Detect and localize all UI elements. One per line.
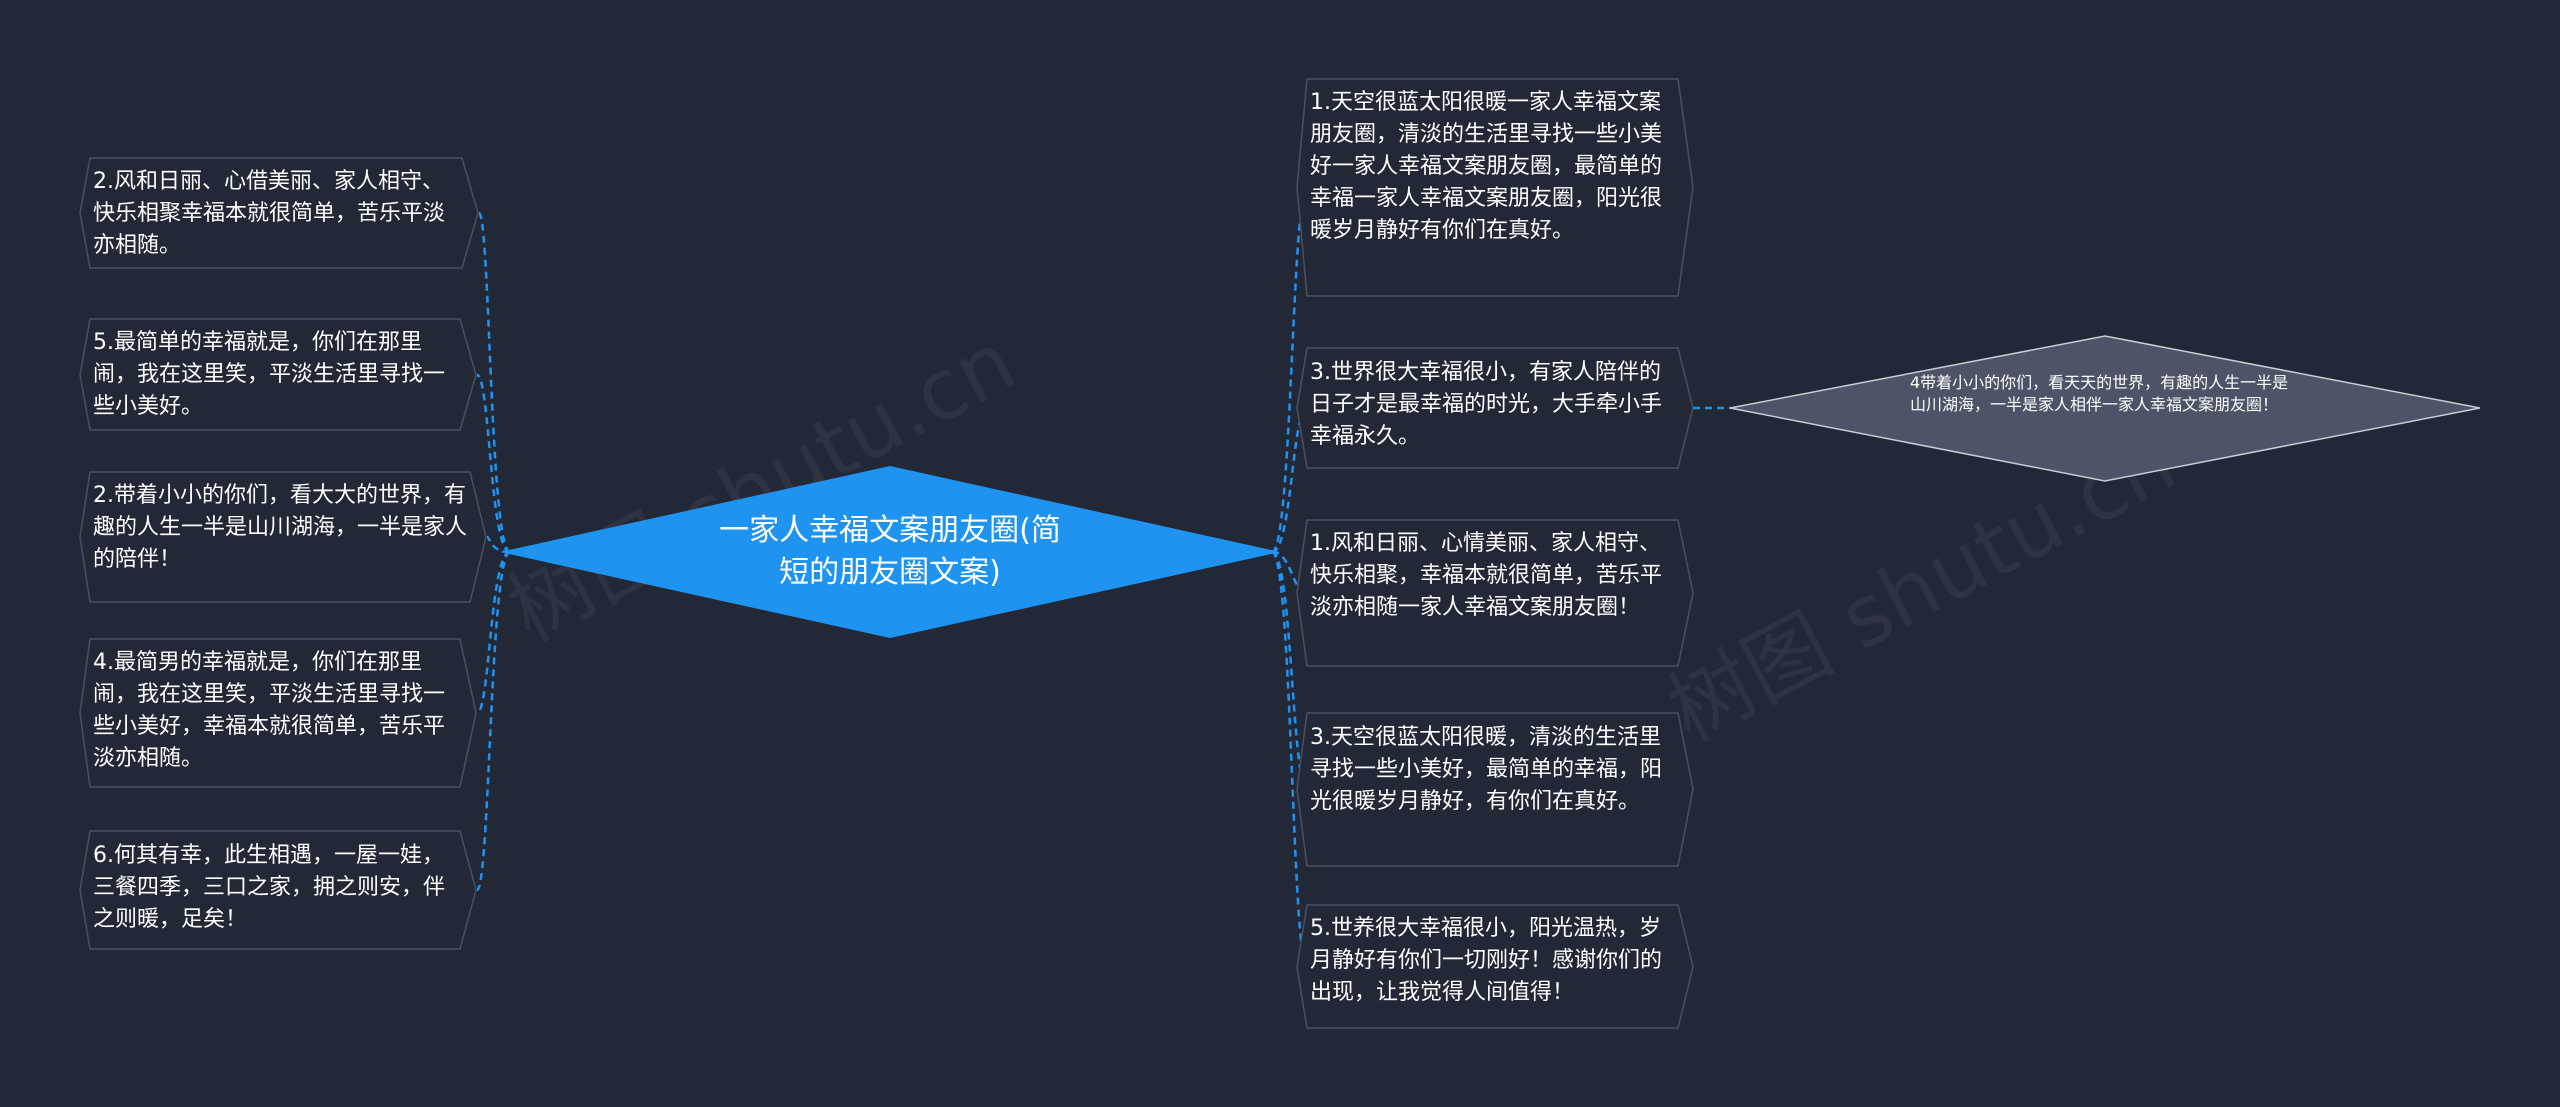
root-node-label-line2: 短的朋友圈文案) [779,555,1001,590]
right-node-3-shape[interactable] [1296,519,1694,667]
left-node-2-shape[interactable] [79,318,477,431]
left-node-5-text: 6.何其有幸，此生相遇，一屋一娃，三餐四季，三口之家，拥之则安，伴之则暖，足矣！ [93,843,446,932]
left-connector-2 [475,373,511,554]
root-node-label-line1: 一家人幸福文案朋友圈(简 [719,513,1061,548]
right-node-4-text: 3.天空很蓝太阳很暖，清淡的生活里寻找一些小美好，最简单的幸福，阳光很暖岁月静好… [1310,725,1663,814]
right-node-2-text: 3.世界很大幸福很小，有家人陪伴的日子才是最幸福的时光，大手牵小手幸福永久。 [1310,360,1663,449]
left-node-4-shape[interactable] [79,638,477,788]
left-connector-1 [477,211,512,554]
right-node-5-shape[interactable] [1296,904,1694,1029]
root-node-shape[interactable] [500,466,1280,638]
root-node-label: 一家人幸福文案朋友圈(简 短的朋友圈文案) [680,510,1100,594]
left-node-shapes [79,157,487,950]
right-node-3-text: 1.风和日丽、心情美丽、家人相守、快乐相聚，幸福本就很简单，苦乐平淡亦相随一家人… [1310,531,1663,620]
left-node-1-shape[interactable] [79,157,479,269]
left-node-3-shape[interactable] [79,471,487,603]
left-node-2-text: 5.最简单的幸福就是，你们在那里闹，我在这里笑，平淡生活里寻找一些小美好。 [93,330,446,419]
sub-leaf-shape[interactable] [1729,335,2481,482]
left-node-1-text: 2.风和日丽、心借美丽、家人相守、快乐相聚幸福本就很简单，苦乐平淡亦相随。 [93,169,446,258]
right-node-5-text: 5.世养很大幸福很小，阳光温热，岁月静好有你们一切刚好！感谢你们的出现，让我觉得… [1310,916,1663,1005]
right-node-2-shape[interactable] [1296,347,1694,469]
left-connector-5 [475,550,512,892]
left-node-3-text: 2.带着小小的你们，看大大的世界，有趣的人生一半是山川湖海，一半是家人的陪伴！ [93,483,468,572]
right-node-1-text: 1.天空很蓝太阳很暖一家人幸福文案朋友圈，清淡的生活里寻找一些小美好一家人幸福文… [1310,90,1663,243]
right-node-4-shape[interactable] [1296,712,1694,867]
right-connector-2 [1271,406,1308,554]
left-node-4-text: 4.最简男的幸福就是，你们在那里闹，我在这里笑，平淡生活里寻找一些小美好，幸福本… [93,650,446,771]
right-node-shapes [1296,78,1694,1029]
sub-leaf-text: 4带着小小的你们，看天天的世界，有趣的人生一半是山川湖海，一半是家人相伴一家人幸… [1910,373,2289,414]
left-node-5-shape[interactable] [79,830,477,950]
right-node-1-shape[interactable] [1296,78,1694,297]
left-connector-4 [475,550,511,715]
